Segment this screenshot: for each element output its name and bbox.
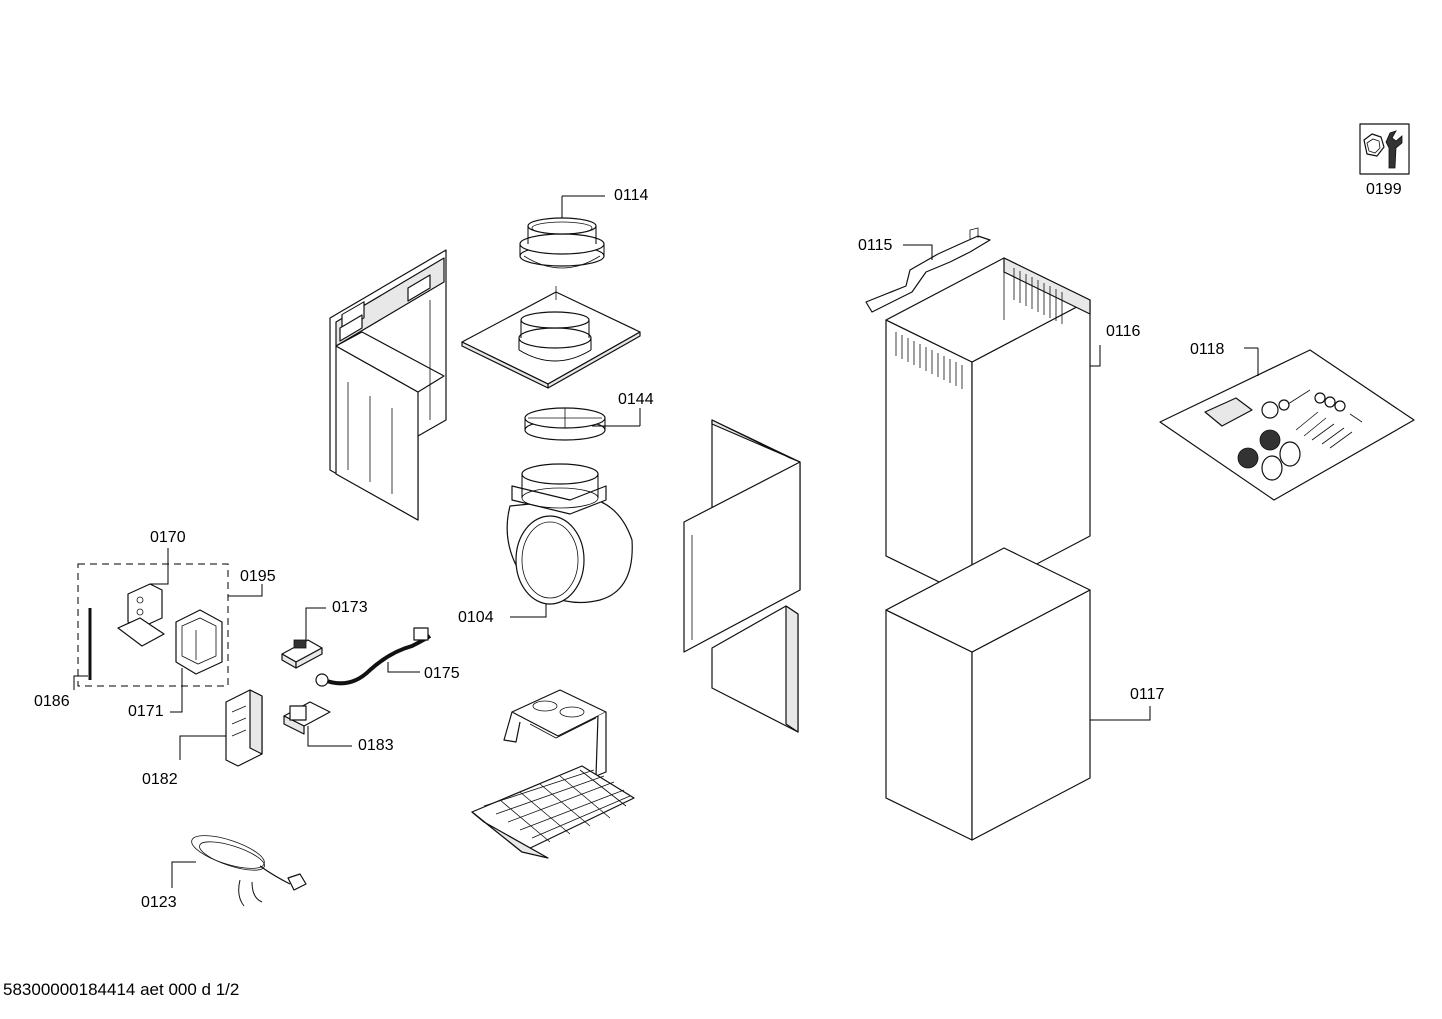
label-0116: 0116 bbox=[1106, 323, 1141, 340]
label-0186: 0186 bbox=[34, 693, 70, 710]
label-0123: 0123 bbox=[141, 894, 177, 911]
label-0183: 0183 bbox=[358, 737, 394, 754]
side-panel-lower bbox=[711, 605, 799, 733]
label-0114: 0114 bbox=[614, 187, 649, 204]
label-0175: 0175 bbox=[424, 665, 460, 682]
part-0171-control-housing bbox=[175, 609, 223, 675]
side-panel-upper bbox=[683, 419, 801, 653]
assembly-group-0195-box bbox=[77, 563, 229, 687]
label-0173: 0173 bbox=[332, 599, 368, 616]
part-0170-switch-bracket bbox=[117, 583, 165, 647]
part-0182-circuit-board bbox=[225, 689, 263, 767]
part-0144-back-flow-flap bbox=[524, 407, 606, 441]
label-0104: 0104 bbox=[458, 609, 494, 626]
label-0117: 0117 bbox=[1130, 686, 1165, 703]
part-0118-accessory-bag bbox=[1159, 349, 1415, 501]
part-0175-cable-harness bbox=[315, 627, 432, 689]
mounting-plate bbox=[461, 286, 641, 389]
part-0123-power-cord bbox=[191, 835, 307, 907]
part-0117-lower-chimney bbox=[885, 547, 1091, 841]
part-0114-duct-connector-ring bbox=[519, 217, 605, 269]
bracket-frame bbox=[329, 249, 447, 521]
filter-holder-bracket bbox=[503, 689, 607, 777]
label-0144: 0144 bbox=[618, 391, 654, 408]
document-id: 58300000184414 aet 000 d 1/2 bbox=[3, 980, 240, 999]
label-0115: 0115 bbox=[858, 237, 893, 254]
label-0171: 0171 bbox=[128, 703, 164, 720]
part-0183-transformer bbox=[283, 701, 331, 735]
grease-filter-grid bbox=[471, 765, 635, 859]
part-0173-electronic-module bbox=[281, 639, 323, 669]
label-0199: 0199 bbox=[1366, 181, 1402, 198]
part-0115-duct-cover-bracket bbox=[865, 227, 991, 313]
label-0182: 0182 bbox=[142, 771, 178, 788]
part-0116-upper-chimney bbox=[885, 257, 1091, 599]
tools-wrench-icon bbox=[1359, 123, 1410, 175]
part-0104-blower-fan bbox=[506, 463, 633, 605]
label-0195: 0195 bbox=[240, 568, 276, 585]
label-0170: 0170 bbox=[150, 529, 186, 546]
label-0118: 0118 bbox=[1190, 341, 1225, 358]
